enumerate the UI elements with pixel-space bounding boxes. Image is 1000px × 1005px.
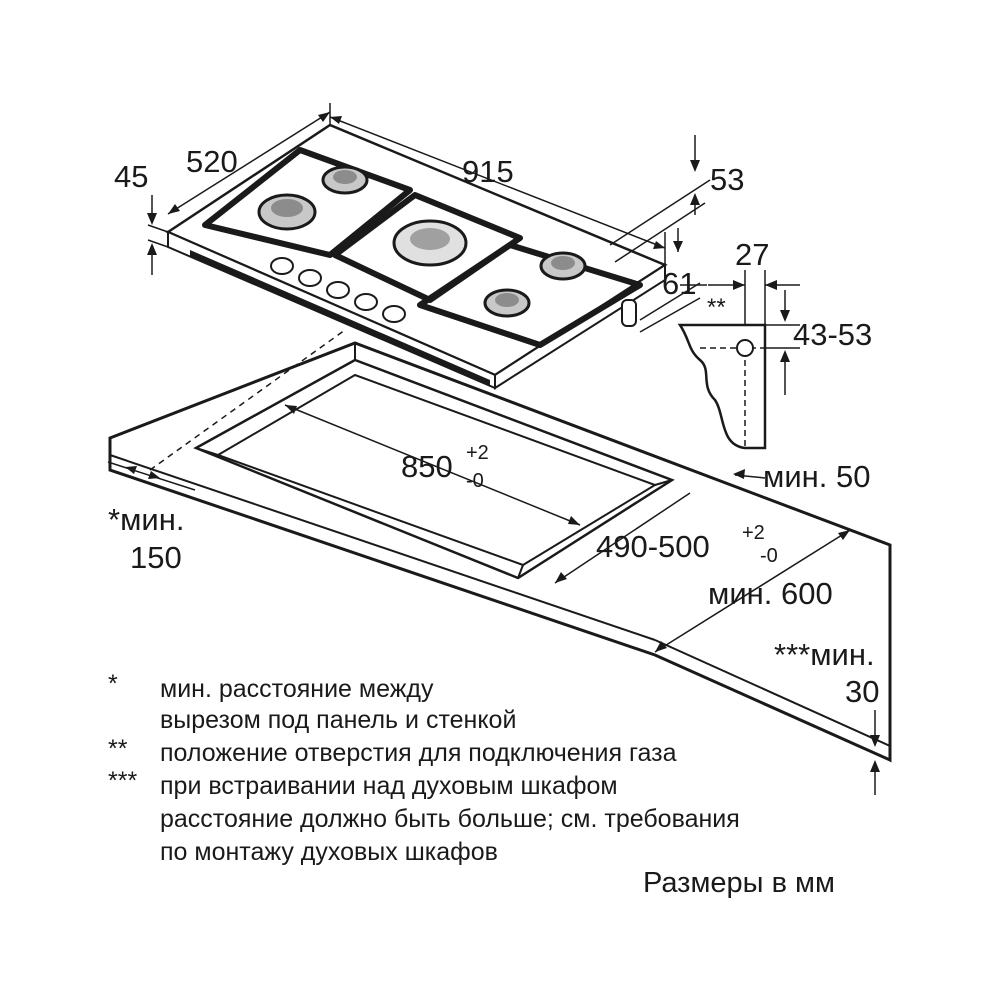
gas-pipe-bracket [677, 323, 767, 450]
burners [257, 165, 587, 318]
note-3-line-3: по монтажу духовых шкафов [160, 838, 498, 866]
cutout-corner-right [654, 479, 673, 486]
note-2-marker: ** [108, 735, 128, 763]
pan-support-right [417, 242, 643, 348]
label-width-915: 915 [462, 154, 514, 189]
label-min-600: мин. 600 [708, 576, 833, 611]
burner-cap [410, 228, 450, 250]
label-cutout-width: 850 [401, 449, 453, 484]
cutout-depth-tol-plus: +2 [742, 522, 765, 544]
label-pipe-height: 43-53 [793, 317, 872, 352]
control-knobs [270, 257, 406, 323]
label-min-150-line2: 150 [130, 540, 182, 575]
note-1-marker: * [108, 670, 118, 698]
dimension-labels: 45 520 915 53 61 27 ** 43-53 850 +2 -0 4… [108, 144, 879, 709]
cutout-projection-line [149, 329, 346, 471]
footnotes: * мин. расстояние между вырезом под пане… [108, 670, 740, 866]
label-depth-520: 520 [186, 144, 238, 179]
label-height-45: 45 [114, 159, 148, 194]
label-min-30-line2: 30 [845, 674, 879, 709]
note-3-line-2: расстояние должно быть больше; см. требо… [160, 805, 740, 833]
label-pipe-27: 27 [735, 237, 769, 272]
burner-cap [551, 256, 575, 270]
note-2-line-1: положение отверстия для подключения газа [160, 739, 677, 767]
label-side-61: 61 [662, 266, 696, 301]
label-min-30-line1: ***мин. [774, 637, 875, 672]
label-min-50: мин. 50 [763, 459, 870, 494]
note-3-line-1: при встраивании над духовым шкафом [160, 772, 618, 800]
knob-5 [382, 305, 406, 323]
hob-base-rim [190, 250, 490, 386]
note-1-line-2: вырезом под панель и стенкой [160, 706, 516, 734]
gas-inlet-hole [736, 339, 754, 357]
burner-cap [271, 199, 303, 217]
cutout-width-value: 850 [401, 449, 453, 484]
note-1-line-1: мин. расстояние между [160, 675, 434, 703]
burner-cap [495, 293, 519, 307]
label-gas-marker: ** [707, 294, 726, 321]
knob-1 [270, 257, 294, 275]
label-top-53: 53 [710, 162, 744, 197]
units-label: Размеры в мм [643, 867, 835, 899]
countertop-side-edge [654, 639, 891, 747]
pan-support-center [332, 192, 523, 303]
label-min-150-line1: *мин. [108, 502, 184, 537]
dimension-arrows [125, 112, 880, 772]
cutout-width-tol-minus: -0 [466, 470, 484, 492]
note-3-marker: *** [108, 767, 137, 795]
cutout-depth-value: 490-500 [596, 529, 710, 564]
label-cutout-depth: 490-500 [596, 529, 710, 564]
pan-supports [202, 147, 643, 348]
cutout-depth-tol-minus: -0 [760, 545, 778, 567]
cutout-corner-front [517, 564, 524, 579]
cutout [149, 329, 675, 580]
cutout-width-tol-plus: +2 [466, 442, 489, 464]
knob-4 [354, 293, 378, 311]
countertop-front-edge [109, 454, 656, 641]
knob-3 [326, 281, 350, 299]
gas-connector [621, 299, 637, 327]
gas-hob [165, 123, 668, 390]
burner-cap [333, 170, 357, 184]
pan-support-left [202, 147, 413, 258]
knob-2 [298, 269, 322, 287]
cutout-corner-left [195, 447, 219, 456]
